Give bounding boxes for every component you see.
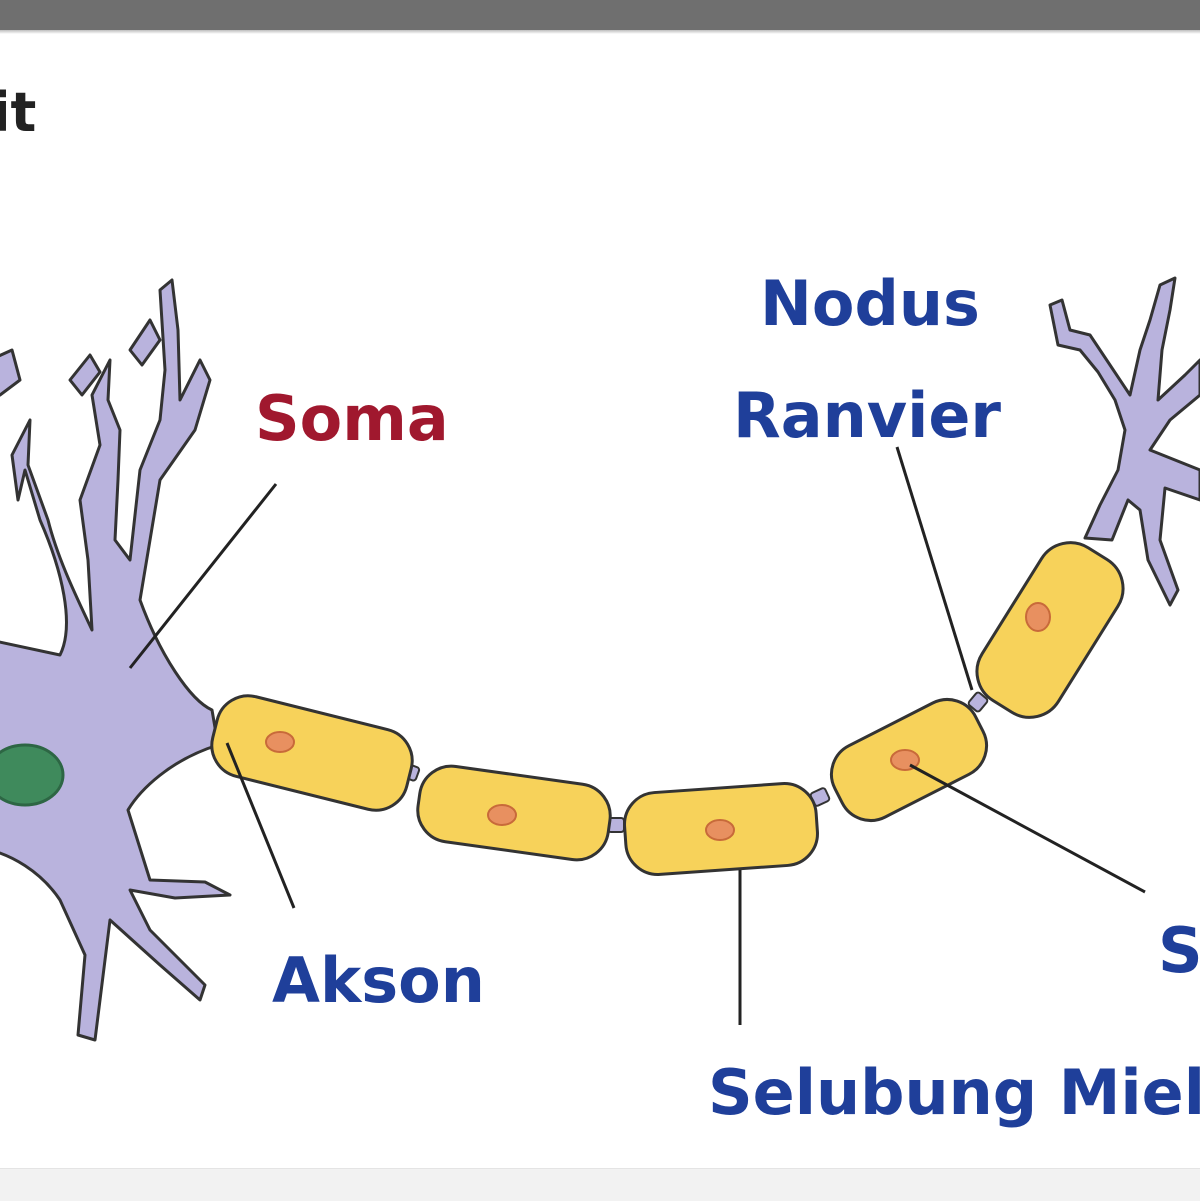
schwann-nuclei <box>265 602 1051 841</box>
label-ranvier: Ranvier <box>733 379 1002 452</box>
window-top-bar <box>0 0 1200 30</box>
label-akson: Akson <box>272 944 485 1017</box>
window-bottom-bar <box>0 1168 1200 1201</box>
nodus-pointer <box>895 446 974 691</box>
myelin-sheath-segments <box>210 541 1125 876</box>
myelin-segment-5 <box>975 541 1125 719</box>
label-soma: Soma <box>255 382 449 455</box>
heading-fragment: it <box>0 81 37 144</box>
label-nodus: Nodus <box>760 267 980 340</box>
neuron-cell-body <box>0 278 232 1042</box>
pointer-lines <box>128 446 1146 1025</box>
top-bar-shadow <box>0 30 1200 34</box>
cell-nucleus <box>0 743 65 807</box>
label-schwann-cut: S <box>1158 914 1200 987</box>
akson-pointer <box>225 742 296 909</box>
schwann-pointer <box>909 763 1146 894</box>
label-selubung-mielin: Selubung Mieli <box>708 1056 1200 1129</box>
axon-terminal-branches <box>1048 276 1200 607</box>
soma-pointer <box>128 483 278 669</box>
dendrite-branch-top <box>128 318 162 367</box>
dendrite-branch-mid <box>68 353 102 397</box>
myelin-segment-1 <box>210 694 414 812</box>
soma-shape <box>0 278 232 1042</box>
dendrite-branch-left <box>0 348 22 397</box>
